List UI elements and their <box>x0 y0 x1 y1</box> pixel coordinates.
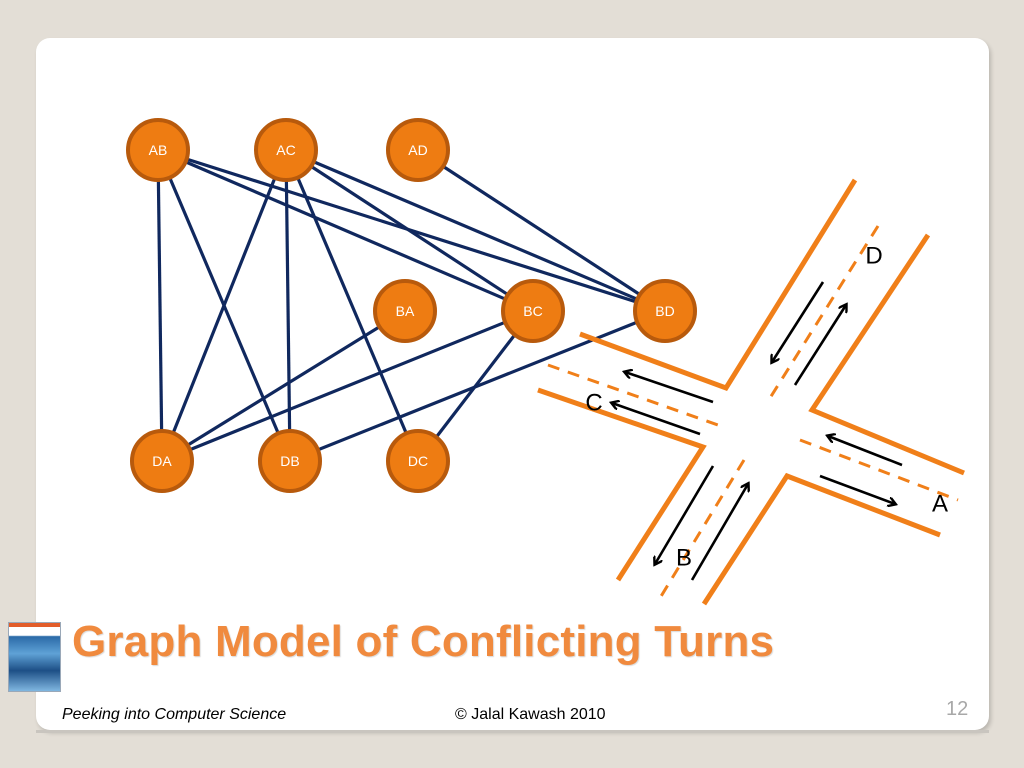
node-circle <box>386 118 450 182</box>
edge-ac-da <box>160 149 288 462</box>
footer-book-title: Peeking into Computer Science <box>62 706 287 723</box>
node-bc: BC <box>501 279 565 343</box>
book-cover-stripe <box>9 623 60 627</box>
node-label: BC <box>523 303 542 319</box>
center-line-d <box>768 225 880 399</box>
edge-ac-db <box>284 149 292 462</box>
node-circle <box>130 429 194 493</box>
node-circle <box>386 429 450 493</box>
node-db: DB <box>258 429 322 493</box>
node-circle <box>501 279 565 343</box>
arrow-b-up-icon <box>690 484 748 581</box>
edge-ac-bd <box>285 148 666 313</box>
node-circle <box>633 279 697 343</box>
arrow-d-down-icon <box>772 281 825 362</box>
edge-bc-da <box>161 309 534 463</box>
node-label: DC <box>408 453 428 469</box>
edge-ad-bd <box>417 148 666 313</box>
node-label: BD <box>655 303 674 319</box>
arrow-d-up-icon <box>793 305 846 386</box>
arrow-c-left-upper-icon <box>625 372 714 404</box>
direction-arrows <box>612 281 903 581</box>
graph-edges <box>156 148 666 463</box>
slide-shadow-bar <box>36 730 989 733</box>
center-line-c <box>547 363 719 427</box>
node-label: AD <box>408 142 427 158</box>
street-label-d: D <box>865 243 882 270</box>
center-line-a <box>799 438 959 502</box>
node-circle <box>373 279 437 343</box>
street-label-a: A <box>932 491 948 518</box>
center-lines <box>547 225 959 599</box>
arrow-c-left-lower-icon <box>612 403 701 436</box>
edge-ac-bc <box>285 148 534 313</box>
road-edge-top-left <box>579 178 858 392</box>
node-ac: AC <box>254 118 318 182</box>
node-circle <box>254 118 318 182</box>
road-edge-top-right <box>808 233 965 476</box>
edge-ba-da <box>161 309 406 463</box>
intersection-illustration: D C A B <box>537 178 965 606</box>
arrow-b-down-icon <box>655 465 715 564</box>
street-label-b: B <box>676 545 692 572</box>
edge-ac-dc <box>284 149 420 462</box>
arrow-a-left-icon <box>828 436 903 467</box>
center-line-b <box>658 459 746 599</box>
node-label: DA <box>152 453 172 469</box>
edge-ab-da <box>156 149 164 462</box>
slide-title: Graph Model of Conflicting Turns <box>72 617 775 666</box>
road-edge-bottom-left <box>537 387 707 582</box>
node-circle <box>126 118 190 182</box>
edge-bd-db <box>289 309 666 463</box>
edge-ab-bc <box>157 148 534 313</box>
node-label: BA <box>396 303 415 319</box>
node-da: DA <box>130 429 194 493</box>
street-label-c: C <box>585 390 602 417</box>
footer-copyright: © Jalal Kawash 2010 <box>455 706 606 723</box>
graph-nodes: AB AC AD BA BC BD DA DB DC <box>126 118 697 493</box>
node-label: AB <box>149 142 168 158</box>
book-cover-thumbnail <box>8 622 61 692</box>
node-dc: DC <box>386 429 450 493</box>
node-ab: AB <box>126 118 190 182</box>
road-edges <box>537 178 965 606</box>
slide-page-number: 12 <box>946 698 969 720</box>
node-circle <box>258 429 322 493</box>
node-ad: AD <box>386 118 450 182</box>
node-label: DB <box>280 453 299 469</box>
node-label: AC <box>276 142 295 158</box>
node-ba: BA <box>373 279 437 343</box>
road-edge-bottom-right <box>701 472 941 606</box>
arrow-a-right-icon <box>819 474 895 504</box>
node-bd: BD <box>633 279 697 343</box>
